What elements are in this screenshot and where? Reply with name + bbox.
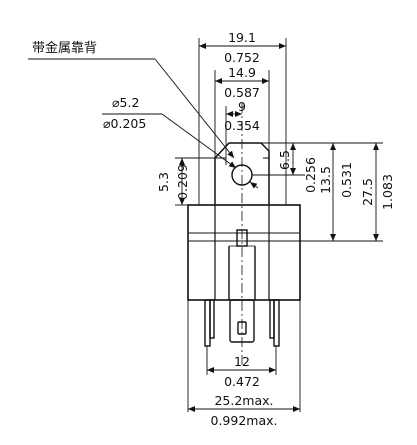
- dim-plate-width-in: 0.587: [224, 85, 260, 100]
- left-dimension: [175, 157, 226, 206]
- dim-overall-width-mm: 19.1: [228, 30, 256, 45]
- dim-hole-center-in: 0.354: [224, 118, 260, 133]
- dim-left-height-mm: 5.3: [156, 172, 171, 192]
- dim-body-width-in: 0.992max.: [211, 413, 278, 428]
- top-dimensions: [198, 38, 287, 205]
- dim-plate-width-mm: 14.9: [228, 65, 256, 80]
- relay-pins: [204, 299, 280, 347]
- bottom-dimensions: [187, 300, 301, 412]
- dim-hole-offset-in: 0.256: [303, 157, 318, 193]
- dim-total-height-in: 1.083: [380, 174, 395, 210]
- relay-body: [187, 204, 301, 301]
- dim-body-width-mm: 25.2max.: [214, 393, 273, 408]
- dim-pin-spacing-in: 0.472: [224, 374, 260, 389]
- dim-hole-dia-mm: ⌀5.2: [112, 95, 139, 110]
- callout-label: 带金属靠背: [32, 40, 97, 56]
- dim-mid-height-mm: 13.5: [318, 166, 333, 194]
- dim-pin-spacing-mm: 12: [234, 354, 250, 369]
- right-dimensions: [252, 142, 383, 242]
- dim-total-height-mm: 27.5: [360, 178, 375, 206]
- leader-lines: [28, 58, 259, 189]
- dim-left-height-in: 0.209: [175, 164, 190, 200]
- dim-hole-offset-mm: 6.5: [277, 150, 292, 170]
- dim-overall-width-in: 0.752: [224, 50, 260, 65]
- dim-hole-dia-in: ⌀0.205: [103, 116, 146, 131]
- dim-mid-height-in: 0.531: [339, 162, 354, 198]
- dim-hole-center-mm: 9: [238, 99, 246, 114]
